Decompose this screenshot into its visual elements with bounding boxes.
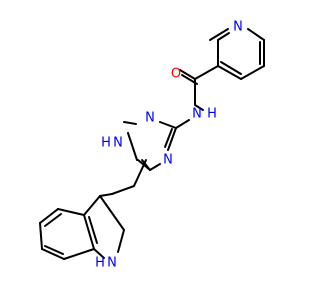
atom-label: N	[233, 20, 243, 35]
molecule-structure: N O N H N N H N N H	[39, 20, 265, 271]
pyridine-ring	[209, 28, 265, 80]
atom-label: N	[192, 107, 202, 122]
h-label: H	[101, 136, 111, 151]
atom-label: O	[171, 67, 181, 82]
atom-label: N	[163, 153, 173, 168]
h-label: H	[207, 107, 217, 122]
atom-label: N	[113, 136, 123, 151]
indole-ring	[39, 195, 125, 260]
atom-label: N	[145, 111, 155, 126]
ethyl-linker	[99, 159, 147, 197]
amide-group	[175, 65, 219, 129]
h-label: H	[95, 256, 105, 271]
atom-label: N	[107, 256, 117, 271]
